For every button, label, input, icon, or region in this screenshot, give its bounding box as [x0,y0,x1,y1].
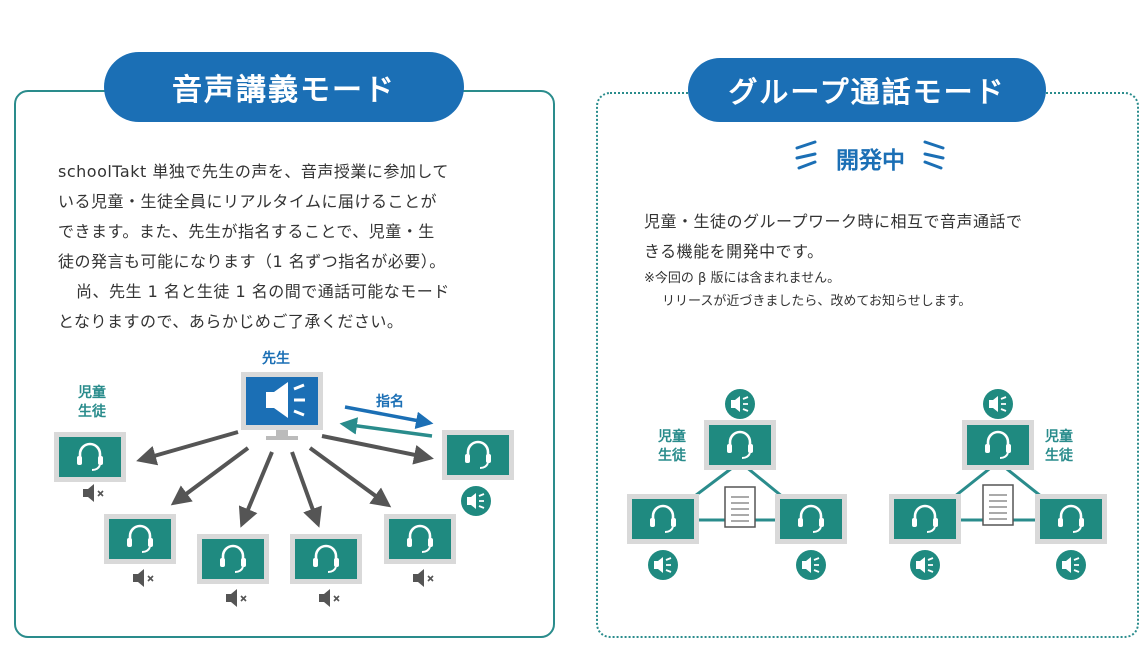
student-monitor-icon [290,534,362,584]
voice-lecture-description: schoolTakt 単独で先生の声を、音声授業に参加して いる児童・生徒全員に… [58,157,450,337]
speaker-icon [982,388,1014,420]
speaker-icon [795,549,827,581]
student-monitor-icon [704,420,776,470]
release-note: リリースが近づきましたら、改めてお知らせします。 [662,294,972,309]
student-monitor-icon [962,420,1034,470]
muted-speaker-icon [225,588,247,608]
student-monitor-icon [889,494,961,544]
student-monitor-icon [627,494,699,544]
teacher-monitor-icon [241,372,323,440]
nominate-arrow [344,405,434,430]
paragraph-line: 徒の発言も可能になります（1 名ずつ指名が必要）。 [58,252,446,271]
reply-arrow [339,417,433,438]
muted-speaker-icon [132,568,154,588]
student-monitor-icon [384,514,456,564]
group1-student-label: 児童 生徒 [658,428,686,466]
student-monitor-icon [1035,494,1107,544]
muted-speaker-icon [412,568,434,588]
student-label-line: 生徒 [658,448,686,464]
paragraph-line: いる児童・生徒全員にリアルタイムに届けることが [58,192,438,211]
speaker-icon [460,485,492,517]
muted-speaker-icon [82,483,104,503]
student-label-line: 児童 [658,429,686,445]
speaker-icon [909,549,941,581]
student-label-line: 児童 [78,385,106,401]
teacher-label: 先生 [262,351,290,367]
paragraph-line: 児童・生徒のグループワーク時に相互で音声通話で [644,212,1023,231]
group-call-title: グループ通話モード [688,58,1046,122]
student-monitor-icon [442,430,514,480]
student-label-line: 生徒 [1045,448,1073,464]
student-monitor-icon [775,494,847,544]
student-monitor-icon [54,432,126,482]
muted-speaker-icon [318,588,340,608]
paragraph-line: schoolTakt 単独で先生の声を、音声授業に参加して [58,162,449,181]
speaker-icon [724,388,756,420]
document-icon [724,486,756,528]
paragraph-line: 尚、先生 1 名と生徒 1 名の間で通話可能なモード [76,282,450,301]
nominate-label: 指名 [376,394,404,410]
paragraph-line: となりますので、あらかじめご了承ください。 [58,312,404,331]
student-label-line: 児童 [1045,429,1073,445]
document-icon [982,484,1014,526]
group2-student-label: 児童 生徒 [1045,428,1073,466]
student-label-line: 生徒 [78,404,106,420]
student-monitor-icon [104,514,176,564]
in-development-label: 開発中 [836,148,905,174]
speaker-icon [1055,549,1087,581]
in-development-marker [795,140,945,170]
student-monitor-icon [197,534,269,584]
paragraph-line: できます。また、先生が指名することで、児童・生 [58,222,435,241]
voice-lecture-title: 音声講義モード [104,52,464,122]
group-call-description: 児童・生徒のグループワーク時に相互で音声通話で きる機能を開発中です。 [644,207,1023,267]
paragraph-line: きる機能を開発中です。 [644,242,824,261]
speaker-icon [647,549,679,581]
student-label: 児童 生徒 [78,384,106,422]
broadcast-arrows [136,430,434,528]
beta-note: ※今回の β 版には含まれません。 [644,271,841,286]
